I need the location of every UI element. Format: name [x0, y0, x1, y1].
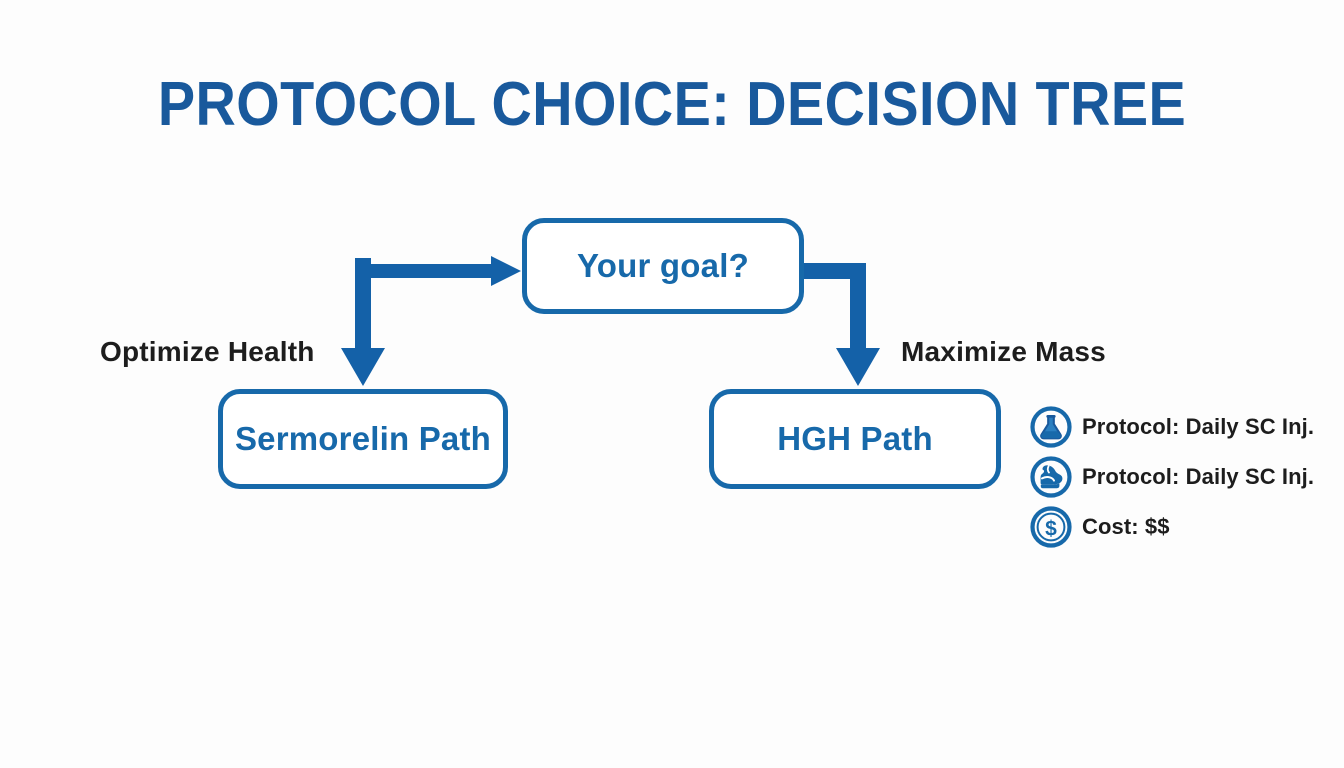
node-sermorelin-path-label: Sermorelin Path [234, 420, 492, 457]
legend-item-protocol-bicep-label: Protocol: Daily SC Inj. [1082, 464, 1315, 489]
legend-item-protocol-flask-label: Protocol: Daily SC Inj. [1082, 414, 1315, 439]
svg-text:$: $ [1045, 517, 1057, 540]
node-your-goal-label: Your goal? [577, 247, 749, 284]
node-hgh-path[interactable]: HGH Path [709, 389, 1001, 489]
legend-item-protocol-bicep: Protocol: Daily SC Inj. [1029, 452, 1329, 502]
node-sermorelin-path[interactable]: Sermorelin Path [218, 389, 508, 489]
dollar-icon: $ [1030, 506, 1072, 548]
legend-item-cost: $ Cost: $$ [1029, 502, 1329, 552]
legend-item-cost-label: Cost: $$ [1082, 514, 1170, 539]
flask-icon [1030, 406, 1072, 448]
branch-label-optimize-health: Optimize Health [100, 336, 315, 367]
branch-label-maximize-mass: Maximize Mass [901, 336, 1106, 367]
legend: Protocol: Daily SC Inj. Protocol: Daily … [1029, 402, 1329, 552]
node-your-goal[interactable]: Your goal? [522, 218, 804, 314]
page-title: PROTOCOL CHOICE: DECISION TREE [157, 70, 1187, 139]
connector-right [804, 263, 880, 386]
node-hgh-path-label: HGH Path [777, 420, 933, 457]
legend-item-protocol-flask: Protocol: Daily SC Inj. [1029, 402, 1329, 452]
connector-left [341, 256, 521, 386]
bicep-icon [1030, 456, 1072, 498]
